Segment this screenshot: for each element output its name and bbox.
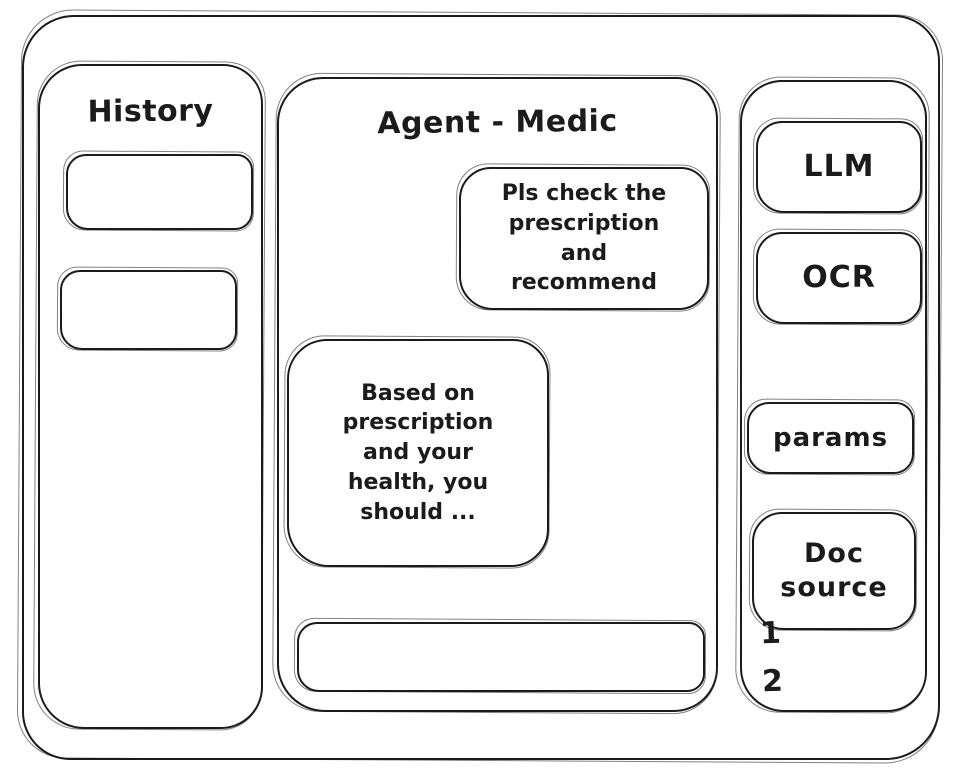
- user-message-text: Pls check the prescription and recommend: [501, 181, 667, 296]
- history-item[interactable]: [66, 154, 253, 230]
- app-window: History Agent - Medic Pls check the pres…: [22, 15, 940, 760]
- llm-button[interactable]: LLM: [756, 121, 922, 213]
- assistant-message-bubble: Based on prescription and your health, y…: [287, 339, 549, 567]
- message-input[interactable]: [299, 624, 703, 690]
- history-item[interactable]: [60, 270, 237, 350]
- history-title: History: [87, 93, 214, 130]
- assistant-message-text: Based on prescription and your health, y…: [342, 380, 494, 525]
- doc-source-button[interactable]: Doc source: [752, 512, 916, 630]
- doc-source-item-2[interactable]: 2: [761, 663, 784, 700]
- message-input-box: [297, 622, 705, 692]
- chat-title: Agent - Medic: [377, 103, 618, 142]
- chat-panel: Agent - Medic Pls check the prescription…: [277, 77, 718, 712]
- user-message-bubble: Pls check the prescription and recommend: [459, 167, 709, 310]
- tools-panel: LLM OCR params Doc source 1 2: [740, 80, 927, 712]
- history-panel: History: [38, 64, 263, 729]
- params-button[interactable]: params: [747, 402, 914, 474]
- doc-source-item-1[interactable]: 1: [759, 615, 782, 652]
- ocr-button[interactable]: OCR: [756, 232, 922, 324]
